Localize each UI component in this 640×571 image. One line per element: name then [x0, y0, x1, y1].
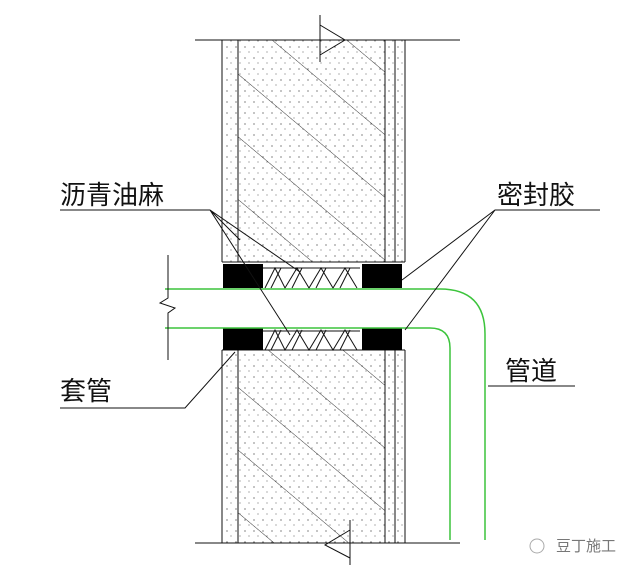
lower-wall — [221, 350, 406, 543]
leader-sleeve — [60, 351, 236, 409]
asphalt-hemp-lower — [263, 328, 360, 352]
upper-wall — [221, 40, 406, 262]
label-pipe: 管道 — [505, 357, 557, 387]
label-sealant: 密封胶 — [497, 181, 575, 211]
watermark: 豆丁施工 — [529, 537, 616, 555]
sealant-block-lower-right — [362, 328, 402, 350]
sealant-block-lower-left — [223, 328, 263, 350]
top-break-symbol — [319, 15, 346, 62]
pipe-outer-line — [165, 288, 486, 540]
bottom-break-symbol — [323, 520, 351, 565]
sealant-block-upper-right — [362, 264, 402, 288]
pipe-inner-line — [165, 327, 451, 540]
watermark-text: 豆丁施工 — [556, 537, 616, 555]
leader-sealant — [401, 209, 600, 331]
sealant-block-upper-left — [223, 264, 263, 288]
leader-asphalt-hemp — [60, 209, 301, 336]
label-asphalt-hemp: 沥青油麻 — [60, 181, 164, 211]
label-sleeve: 套管 — [60, 377, 112, 407]
watermark-logo-icon — [529, 538, 545, 554]
asphalt-hemp-upper — [263, 266, 360, 290]
pipe-break-line — [158, 255, 177, 360]
